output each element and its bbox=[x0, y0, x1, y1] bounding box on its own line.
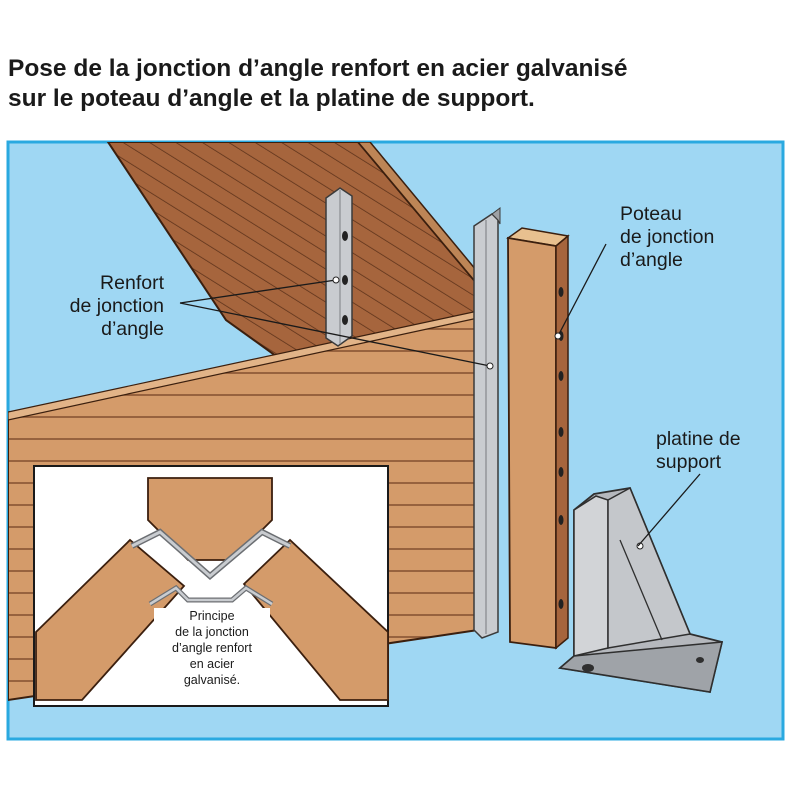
label-renfort-line3: d’angle bbox=[101, 318, 164, 340]
label-platine-line2: support bbox=[656, 451, 722, 473]
corner-reinforcement bbox=[473, 207, 501, 639]
inset-caption-line5: galvanisé. bbox=[183, 673, 241, 687]
label-poteau: Poteau de jonction d’angle bbox=[620, 203, 714, 272]
corner-post bbox=[506, 227, 570, 650]
leader-dot-renfort-a bbox=[332, 276, 340, 284]
inset-caption: Principe de la jonction d’angle renfort … bbox=[154, 608, 270, 688]
leader-dot-renfort-b bbox=[486, 362, 494, 370]
label-poteau-line1: Poteau bbox=[620, 203, 682, 225]
label-poteau-line3: d’angle bbox=[620, 249, 683, 271]
label-platine: platine de support bbox=[656, 428, 741, 474]
inset-caption-line3: d’angle renfort bbox=[172, 641, 252, 655]
leader-lines bbox=[179, 243, 701, 547]
inset-caption-line1: Principe bbox=[189, 609, 235, 623]
title-line-1: Pose de la jonction d’angle renfort en a… bbox=[8, 55, 628, 82]
label-poteau-line2: de jonction bbox=[620, 226, 715, 248]
title-line-2: sur le poteau d’angle et la platine de s… bbox=[8, 85, 535, 112]
inner-reinforcement bbox=[325, 187, 353, 347]
label-renfort: Renfort de jonction d’angle bbox=[44, 272, 164, 341]
diagram-title: Pose de la jonction d’angle renfort en a… bbox=[8, 54, 788, 114]
label-renfort-line2: de jonction bbox=[69, 295, 164, 317]
leader-dot-poteau bbox=[554, 332, 562, 340]
inset-caption-line4: en acier bbox=[189, 657, 235, 671]
label-renfort-line1: Renfort bbox=[100, 272, 164, 294]
label-platine-line1: platine de bbox=[656, 428, 741, 450]
inset-caption-line2: de la jonction bbox=[175, 625, 249, 639]
support-plate bbox=[557, 486, 724, 694]
inset-detail bbox=[35, 477, 389, 701]
